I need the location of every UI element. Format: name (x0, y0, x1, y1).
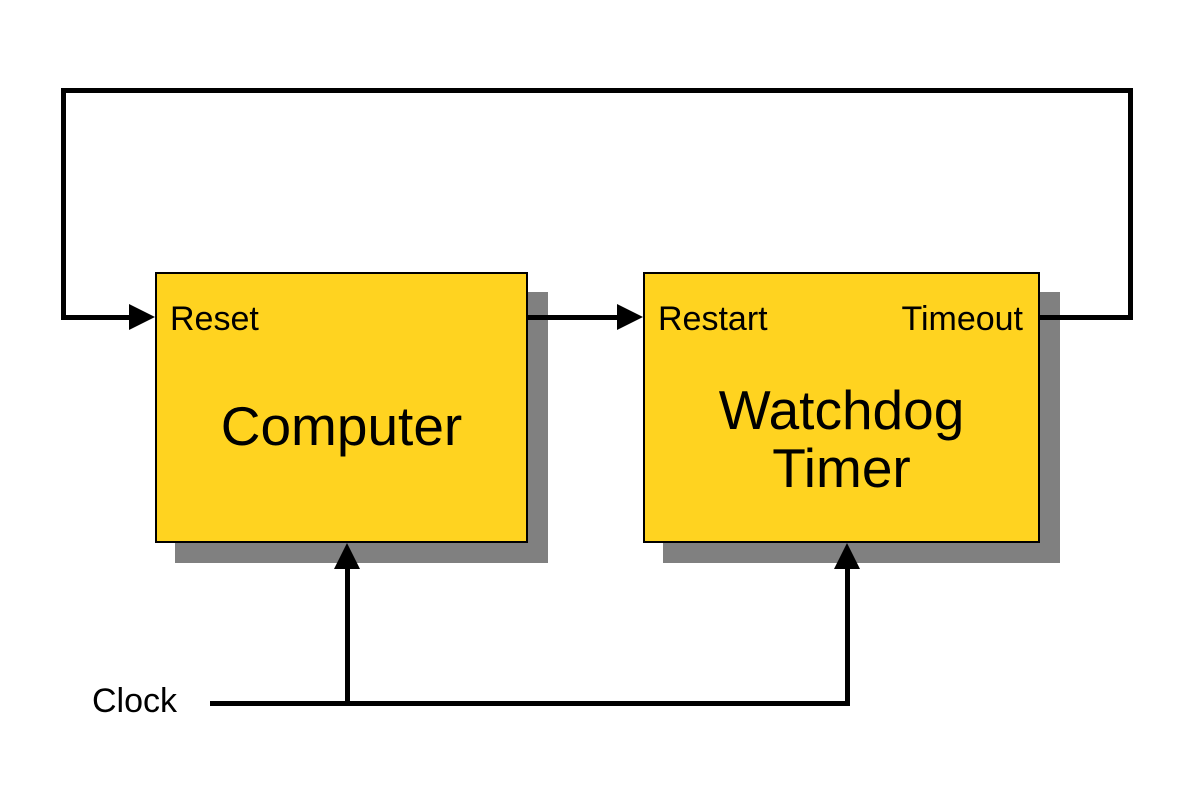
port-label-restart: Restart (658, 300, 768, 338)
arrowhead-into-restart-icon (617, 304, 643, 330)
arrowhead-clock-into-watchdog-icon (834, 543, 860, 569)
edge-feedback-left-segment (61, 88, 66, 320)
node-title-computer: Computer (220, 395, 463, 457)
port-label-reset: Reset (170, 300, 259, 338)
edge-computer-to-restart-segment (528, 315, 618, 320)
node-computer: Reset Computer (155, 272, 528, 543)
edge-reset-input-segment (63, 315, 131, 320)
edge-clock-to-watchdog-segment (845, 568, 850, 706)
edge-clock-horizontal-segment (210, 701, 850, 706)
node-title-watchdog-line2: Timer (772, 437, 911, 499)
node-watchdog-timer: Restart Timeout Watchdog Timer (643, 272, 1040, 543)
port-label-timeout: Timeout (901, 300, 1023, 338)
node-title-watchdog: Watchdog Timer (645, 381, 1038, 497)
arrowhead-into-reset-icon (129, 304, 155, 330)
clock-label: Clock (92, 682, 178, 720)
edge-feedback-top-segment (61, 88, 1133, 93)
edge-feedback-right-segment (1128, 88, 1133, 320)
arrowhead-clock-into-computer-icon (334, 543, 360, 569)
node-title-watchdog-line1: Watchdog (718, 379, 965, 441)
edge-clock-to-computer-segment (345, 568, 350, 706)
edge-timeout-output-segment (1040, 315, 1133, 320)
